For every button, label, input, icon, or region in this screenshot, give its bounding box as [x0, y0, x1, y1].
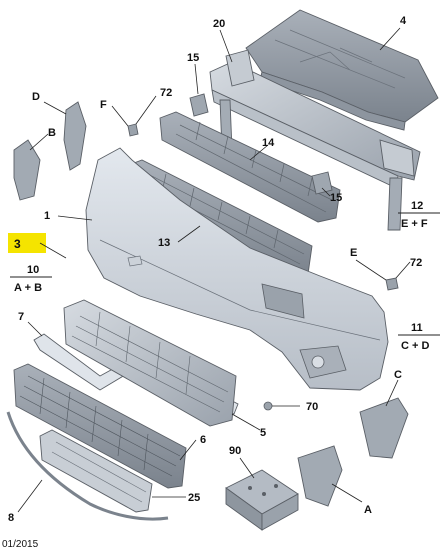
callout-A: A	[364, 504, 372, 516]
callout-3: 3	[14, 237, 21, 251]
fastener-72-lower	[385, 277, 399, 291]
lower-grille	[13, 363, 187, 489]
callout-D: D	[32, 91, 40, 103]
fastener-70	[263, 401, 273, 411]
bracket-D	[63, 101, 87, 171]
callout-C: C	[394, 369, 402, 381]
callout-E: E	[350, 247, 357, 259]
callout-14: 14	[262, 137, 275, 149]
upper-panel	[245, 9, 439, 131]
callout-3-highlight	[8, 233, 46, 253]
upper-grille	[63, 299, 237, 427]
callout-20: 20	[213, 18, 225, 30]
leader-lines	[17, 27, 411, 513]
callout-90: 90	[229, 445, 241, 457]
bracket-A	[297, 445, 343, 507]
fastener-72-upper	[127, 123, 139, 137]
chevron-trim	[33, 333, 239, 415]
group-11: 11 C + D	[398, 322, 440, 352]
callout-25: 25	[188, 492, 200, 504]
callout-5: 5	[260, 427, 266, 439]
callout-1: 1	[44, 210, 50, 222]
callout-72-upper: 72	[160, 87, 172, 99]
group-10: 10 A + B	[10, 264, 52, 294]
callout-F: F	[100, 99, 107, 111]
callout-labels: 20 4 15 72 F D B 14 15 1 3 13 E 72 7 70 …	[8, 15, 422, 524]
callout-15-upper: 15	[187, 52, 199, 64]
callout-70: 70	[306, 401, 318, 413]
upper-absorber	[159, 111, 341, 223]
callout-4: 4	[400, 15, 407, 27]
bracket-B	[13, 139, 41, 201]
callout-15-lower: 15	[330, 192, 342, 204]
group-12-number: 12	[411, 200, 423, 212]
date-code: 01/2015	[2, 539, 39, 550]
bracket-C	[359, 397, 409, 459]
bumper-cover	[85, 147, 389, 391]
bracket-15-lower	[311, 171, 333, 195]
clip-kit	[225, 469, 299, 531]
callout-72-lower: 72	[410, 257, 422, 269]
group-12-sub: E + F	[401, 218, 428, 230]
group-11-sub: C + D	[401, 340, 429, 352]
group-10-sub: A + B	[14, 282, 42, 294]
callout-B: B	[48, 127, 56, 139]
callout-6: 6	[200, 434, 206, 446]
group-12: 12 E + F	[398, 200, 440, 230]
bumper-beam	[209, 49, 421, 231]
group-11-number: 11	[411, 322, 423, 334]
lower-trim	[6, 411, 169, 521]
callout-7: 7	[18, 311, 24, 323]
group-10-number: 10	[27, 264, 39, 276]
bracket-15-upper	[189, 93, 209, 117]
lower-insert	[39, 429, 153, 513]
callout-8: 8	[8, 512, 14, 524]
callout-13: 13	[158, 237, 170, 249]
